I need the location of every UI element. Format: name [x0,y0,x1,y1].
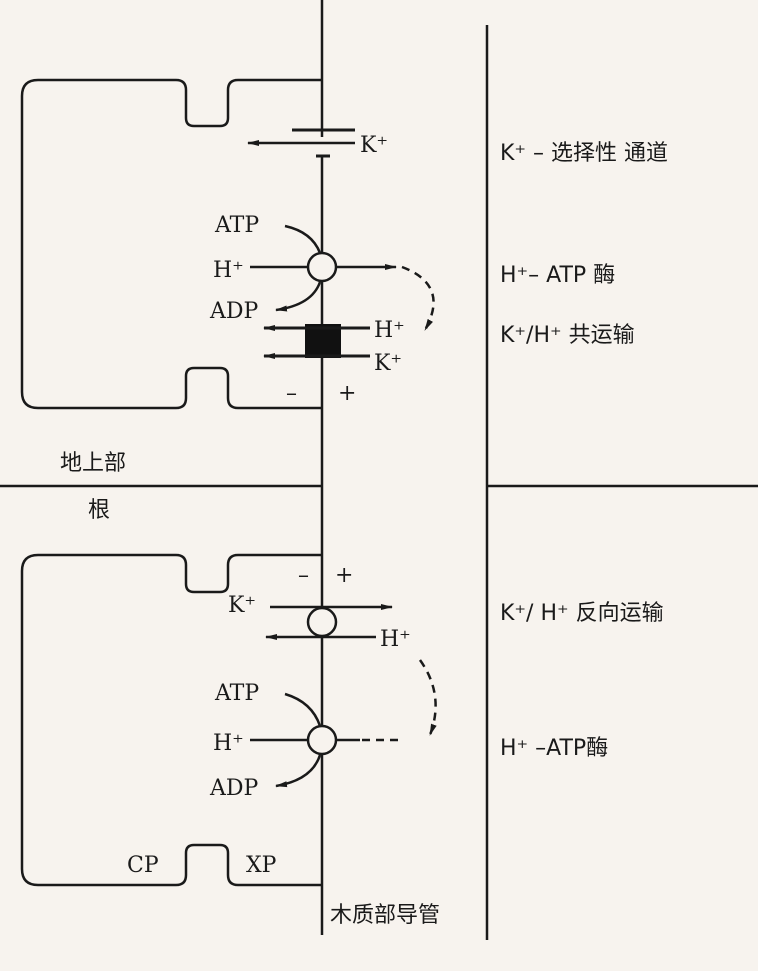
adp-curve-bottom [275,754,322,788]
h-recycle-dashed-bottom [418,659,437,736]
xp-label: XP [246,853,277,878]
h-label-bottom: H⁺ [213,731,244,756]
k-symport-label: K⁺ [374,351,402,376]
minus-sign-bottom: – [298,563,309,588]
antiporter [306,606,338,638]
shoot-label: 地上部 [60,451,126,476]
antiport-label: K⁺/ H⁺ 反向运输 [500,601,664,626]
atp-label-bottom: ATP [214,681,259,706]
xylem-vessel-label: 木质部导管 [330,903,440,928]
plus-sign-bottom: + [335,563,353,588]
atpase-pump-top [306,251,338,283]
h-label-top: H⁺ [213,258,244,283]
h-recycle-dashed-top [401,265,435,331]
adp-curve-top [275,281,322,312]
root-cell-outline [20,553,322,887]
atp-curve-bottom [284,692,322,727]
shoot-cell-outline [20,78,322,410]
cp-label: CP [127,853,159,878]
atpase-pump-bottom [306,724,338,756]
root-label: 根 [88,498,110,523]
h-antiport-label: H⁺ [380,627,411,652]
h-atpase-label-bottom: H⁺ –ATP酶 [500,736,608,761]
h-symport-label: H⁺ [374,318,405,343]
k-channel-ion: K⁺ [360,133,388,158]
atp-label-top: ATP [214,213,259,238]
minus-sign-top: – [286,381,297,406]
h-atpase-label-top: H⁺– ATP 酶 [500,263,615,288]
k-antiport-label: K⁺ [228,593,256,618]
atp-curve-top [284,224,322,254]
k-channel-label: K⁺ – 选择性 通道 [500,141,668,166]
plus-sign-top: + [338,381,356,406]
symport-label: K⁺/H⁺ 共运输 [500,323,635,348]
symporter-block [305,324,341,358]
adp-label-bottom: ADP [209,776,259,801]
adp-label-top: ADP [209,299,259,324]
